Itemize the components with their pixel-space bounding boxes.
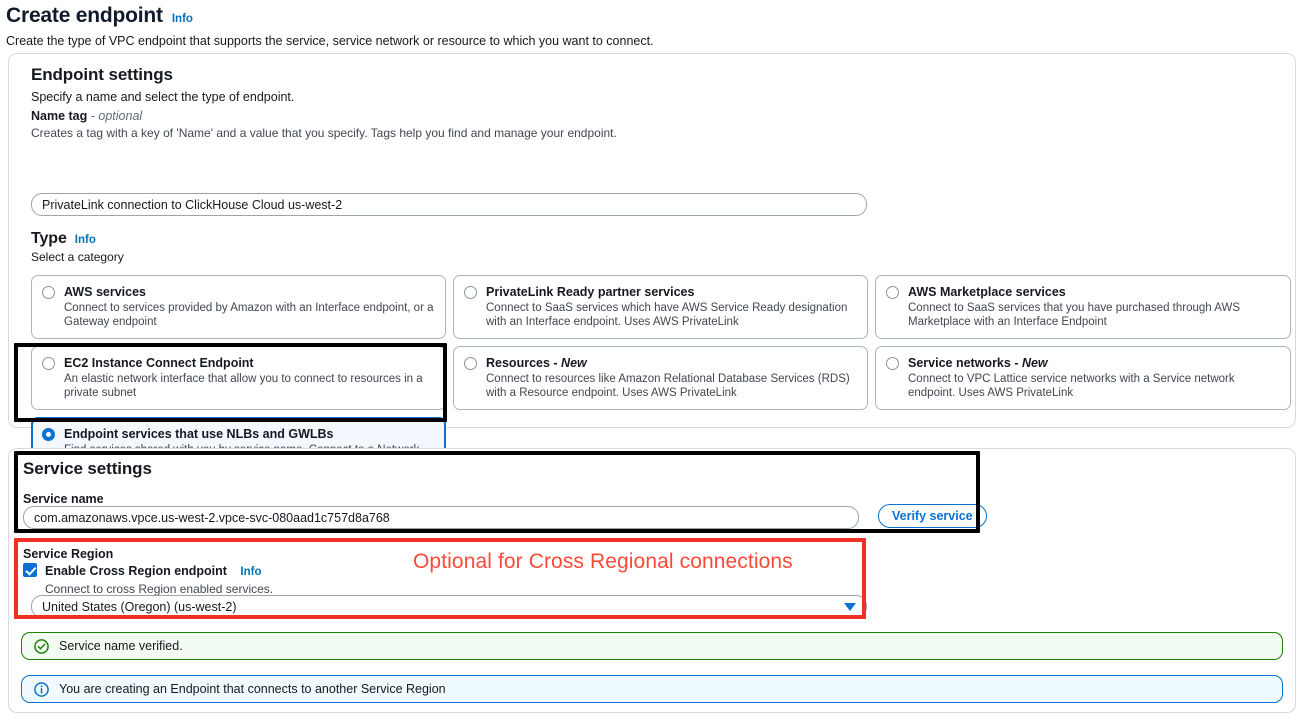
name-tag-label: Name tag - optional [31, 109, 617, 123]
type-option-title: Resources - New [486, 356, 857, 371]
page-title: Create endpoint [6, 4, 163, 28]
service-region-selected-value: United States (Oregon) (us-west-2) [42, 600, 844, 614]
endpoint-settings-title: Endpoint settings [31, 65, 294, 85]
type-option-description: Connect to services provided by Amazon w… [64, 301, 435, 329]
page-header: Create endpoint Info Create the type of … [0, 0, 1304, 48]
radio-icon[interactable] [42, 357, 55, 370]
type-option-description: Connect to VPC Lattice service networks … [908, 372, 1280, 400]
radio-icon[interactable] [464, 357, 477, 370]
radio-icon[interactable] [464, 286, 477, 299]
name-tag-label-text: Name tag [31, 109, 87, 123]
service-name-label: Service name [23, 492, 104, 506]
type-option-title: AWS services [64, 285, 435, 300]
success-alert: Service name verified. [21, 632, 1283, 660]
success-alert-text: Service name verified. [59, 639, 183, 653]
type-option-title: PrivateLink Ready partner services [486, 285, 857, 300]
type-option-description: Connect to SaaS services that you have p… [908, 301, 1280, 329]
type-option-description: Connect to SaaS services which have AWS … [486, 301, 857, 329]
name-tag-input[interactable] [31, 193, 867, 216]
type-option-privatelink-ready-partner-services[interactable]: PrivateLink Ready partner services Conne… [453, 275, 868, 339]
type-option-title: Endpoint services that use NLBs and GWLB… [64, 427, 435, 442]
endpoint-settings-container: Endpoint settings Specify a name and sel… [8, 53, 1296, 428]
type-option-aws-services[interactable]: AWS services Connect to services provide… [31, 275, 446, 339]
check-circle-icon [34, 639, 49, 654]
enable-cross-region-label: Enable Cross Region endpoint [45, 564, 227, 578]
type-info-link[interactable]: Info [75, 234, 96, 246]
type-option-aws-marketplace-services[interactable]: AWS Marketplace services Connect to SaaS… [875, 275, 1291, 339]
type-option-resources[interactable]: Resources - New Connect to resources lik… [453, 346, 868, 410]
radio-icon[interactable] [886, 286, 899, 299]
radio-icon-selected[interactable] [42, 428, 55, 441]
page-info-link[interactable]: Info [172, 13, 193, 25]
name-tag-optional-text: - optional [91, 109, 142, 123]
type-option-service-networks[interactable]: Service networks - New Connect to VPC La… [875, 346, 1291, 410]
type-option-title: AWS Marketplace services [908, 285, 1280, 300]
enable-cross-region-checkbox[interactable] [23, 563, 37, 577]
type-description: Select a category [31, 250, 124, 264]
service-settings-container: Service settings Service name Verify ser… [8, 448, 1296, 713]
enable-cross-region-description: Connect to cross Region enabled services… [45, 582, 273, 596]
radio-icon[interactable] [886, 357, 899, 370]
page-subtitle: Create the type of VPC endpoint that sup… [6, 34, 1304, 48]
info-alert-text: You are creating an Endpoint that connec… [59, 682, 446, 696]
radio-icon[interactable] [42, 286, 55, 299]
info-circle-icon [34, 682, 49, 697]
type-label: Type [31, 230, 67, 248]
service-region-select[interactable]: United States (Oregon) (us-west-2) [31, 595, 867, 618]
chevron-down-icon [844, 603, 856, 611]
annotation-note-cross-region: Optional for Cross Regional connections [413, 550, 793, 574]
service-region-label: Service Region [23, 547, 113, 561]
name-tag-description: Creates a tag with a key of 'Name' and a… [31, 126, 617, 140]
cross-region-info-link[interactable]: Info [240, 566, 261, 578]
verify-service-button[interactable]: Verify service [878, 504, 987, 528]
type-option-title: Service networks - New [908, 356, 1280, 371]
type-option-ec2-instance-connect-endpoint[interactable]: EC2 Instance Connect Endpoint An elastic… [31, 346, 446, 410]
service-name-input[interactable] [23, 506, 859, 529]
endpoint-settings-subtitle: Specify a name and select the type of en… [31, 90, 294, 104]
info-alert: You are creating an Endpoint that connec… [21, 675, 1283, 703]
service-settings-title: Service settings [23, 459, 152, 479]
type-option-description: An elastic network interface that allow … [64, 372, 435, 400]
type-option-title: EC2 Instance Connect Endpoint [64, 356, 435, 371]
type-option-description: Connect to resources like Amazon Relatio… [486, 372, 857, 400]
